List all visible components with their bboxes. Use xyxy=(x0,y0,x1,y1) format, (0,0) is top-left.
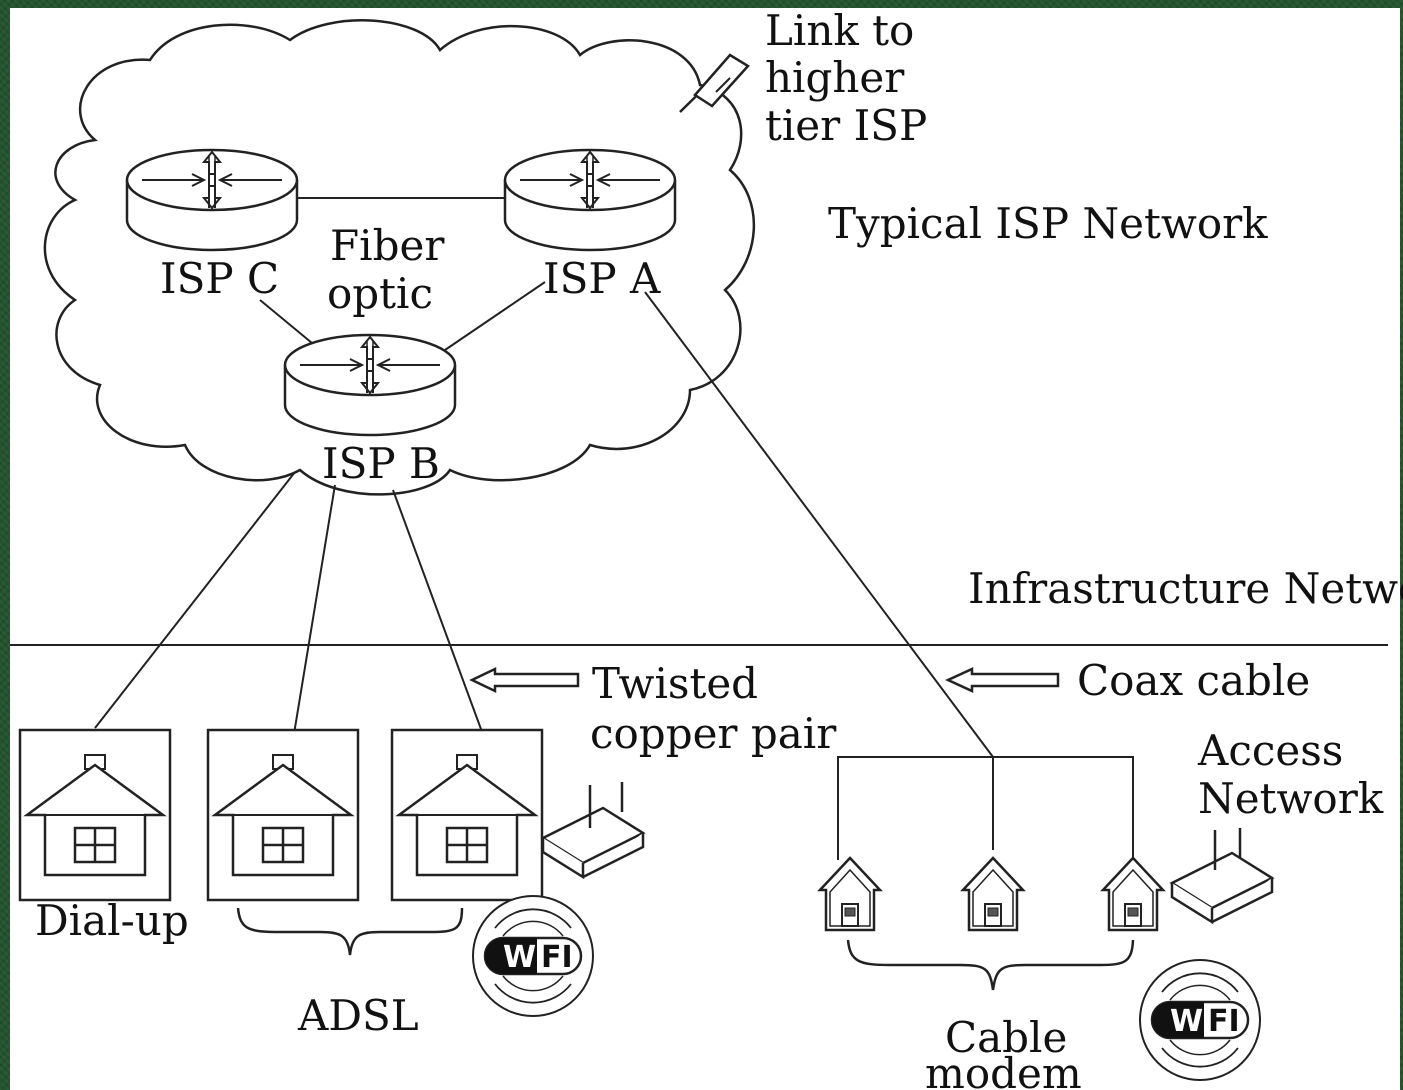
wifi-badge-adsl-icon: WI FI xyxy=(471,894,595,1018)
cable-label-line2: modem xyxy=(925,1049,1082,1090)
access-label-line1: Access xyxy=(1197,726,1343,775)
access-label-line2: Network xyxy=(1198,774,1384,823)
coax-bus xyxy=(837,756,1134,860)
cable-brace xyxy=(846,939,1135,991)
fiber-label-line2: optic xyxy=(327,269,433,318)
uplink-label-line3: tier ISP xyxy=(765,101,927,150)
cable-house-2-icon xyxy=(961,856,1025,932)
infrastructure-label: Infrastructure Network xyxy=(968,564,1403,613)
adsl-house-2-icon xyxy=(390,728,544,902)
link-adsl-1 xyxy=(292,484,336,741)
link-c-b xyxy=(259,299,319,349)
router-label-isp-b: ISP B xyxy=(322,439,440,488)
uplink-label-line1: Link to xyxy=(765,6,914,55)
adsl-house-1-icon xyxy=(206,728,360,902)
wifi-right-text: FI xyxy=(1208,1004,1240,1039)
cable-house-3-icon xyxy=(1101,856,1165,932)
cable-wireless-router-icon xyxy=(1170,851,1274,924)
wifi-left-text: WI xyxy=(503,940,547,975)
coax-arrow-icon xyxy=(944,667,1060,693)
wifi-badge-cable-icon: WI FI xyxy=(1138,958,1262,1082)
link-coax xyxy=(644,291,994,758)
link-adsl-2 xyxy=(392,489,486,741)
isp-cloud xyxy=(43,19,756,496)
link-a-b xyxy=(444,281,546,351)
dialup-label: Dial-up xyxy=(35,896,189,945)
cable-house-1-icon xyxy=(818,856,882,932)
dialup-house-icon xyxy=(18,728,172,902)
router-label-isp-c: ISP C xyxy=(160,254,279,303)
adsl-brace xyxy=(236,907,464,956)
twisted-label-line1: Twisted xyxy=(592,659,758,708)
link-dialup xyxy=(94,471,296,729)
wifi-right-text: FI xyxy=(541,940,573,975)
coax-label: Coax cable xyxy=(1077,656,1310,705)
uplink-cable-icon xyxy=(679,53,750,113)
adsl-label: ADSL xyxy=(297,991,419,1040)
twisted-pair-arrow-icon xyxy=(469,667,580,693)
uplink-label-line2: higher xyxy=(765,53,905,102)
wifi-left-text: WI xyxy=(1170,1004,1214,1039)
twisted-label-line2: copper pair xyxy=(590,709,837,758)
fiber-label-line1: Fiber xyxy=(330,221,445,270)
adsl-wireless-router-icon xyxy=(541,806,645,879)
router-label-isp-a: ISP A xyxy=(543,254,661,303)
cable-label-line1: Cable xyxy=(945,1013,1067,1062)
typical-isp-label: Typical ISP Network xyxy=(828,199,1268,248)
router-isp-b-icon xyxy=(283,333,457,437)
router-isp-c-icon xyxy=(125,148,299,252)
router-isp-a-icon xyxy=(503,148,677,252)
